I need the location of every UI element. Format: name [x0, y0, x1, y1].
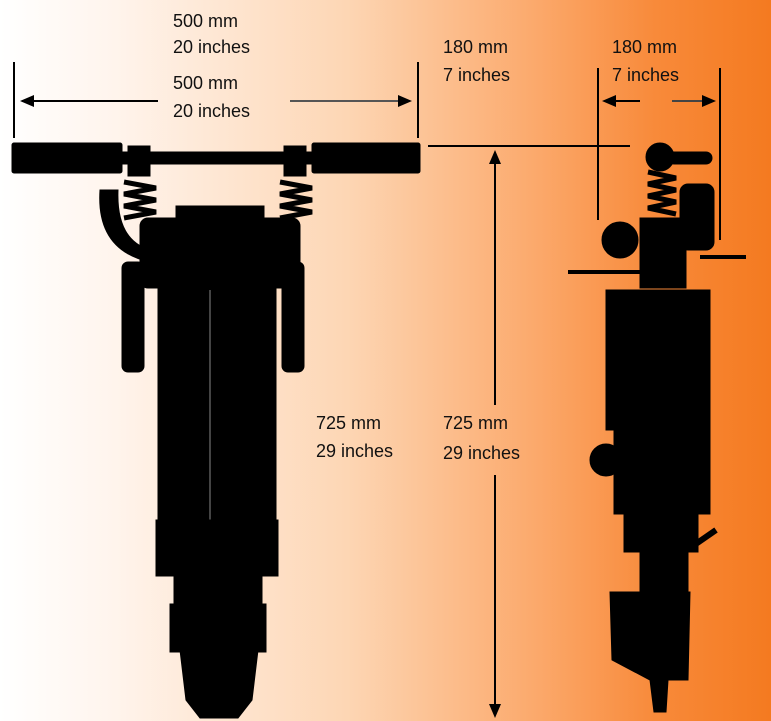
depth-label-left-in: 7 inches [443, 65, 511, 85]
depth-label-right-in: 7 inches [612, 65, 680, 85]
height-label-b-in: 29 inches [443, 443, 521, 463]
width-label-mid-in: 20 inches [173, 101, 251, 121]
breaker-front-view [11, 142, 421, 719]
width-label-top-in: 20 inches [173, 37, 251, 57]
width-label-mid-mm: 500 mm [173, 73, 239, 93]
height-label-b-mm: 725 mm [443, 413, 509, 433]
depth-label-right-mm: 180 mm [612, 37, 678, 57]
depth-label-left-mm: 180 mm [443, 37, 509, 57]
height-label-a-in: 29 inches [316, 441, 394, 461]
breaker-side-view [568, 142, 746, 713]
height-dimension-arrow [489, 150, 501, 718]
width-label-top-mm: 500 mm [173, 11, 239, 31]
height-label-a-mm: 725 mm [316, 413, 382, 433]
width-dimension-arrow [13, 62, 419, 138]
depth-dimension-arrow [428, 68, 721, 240]
